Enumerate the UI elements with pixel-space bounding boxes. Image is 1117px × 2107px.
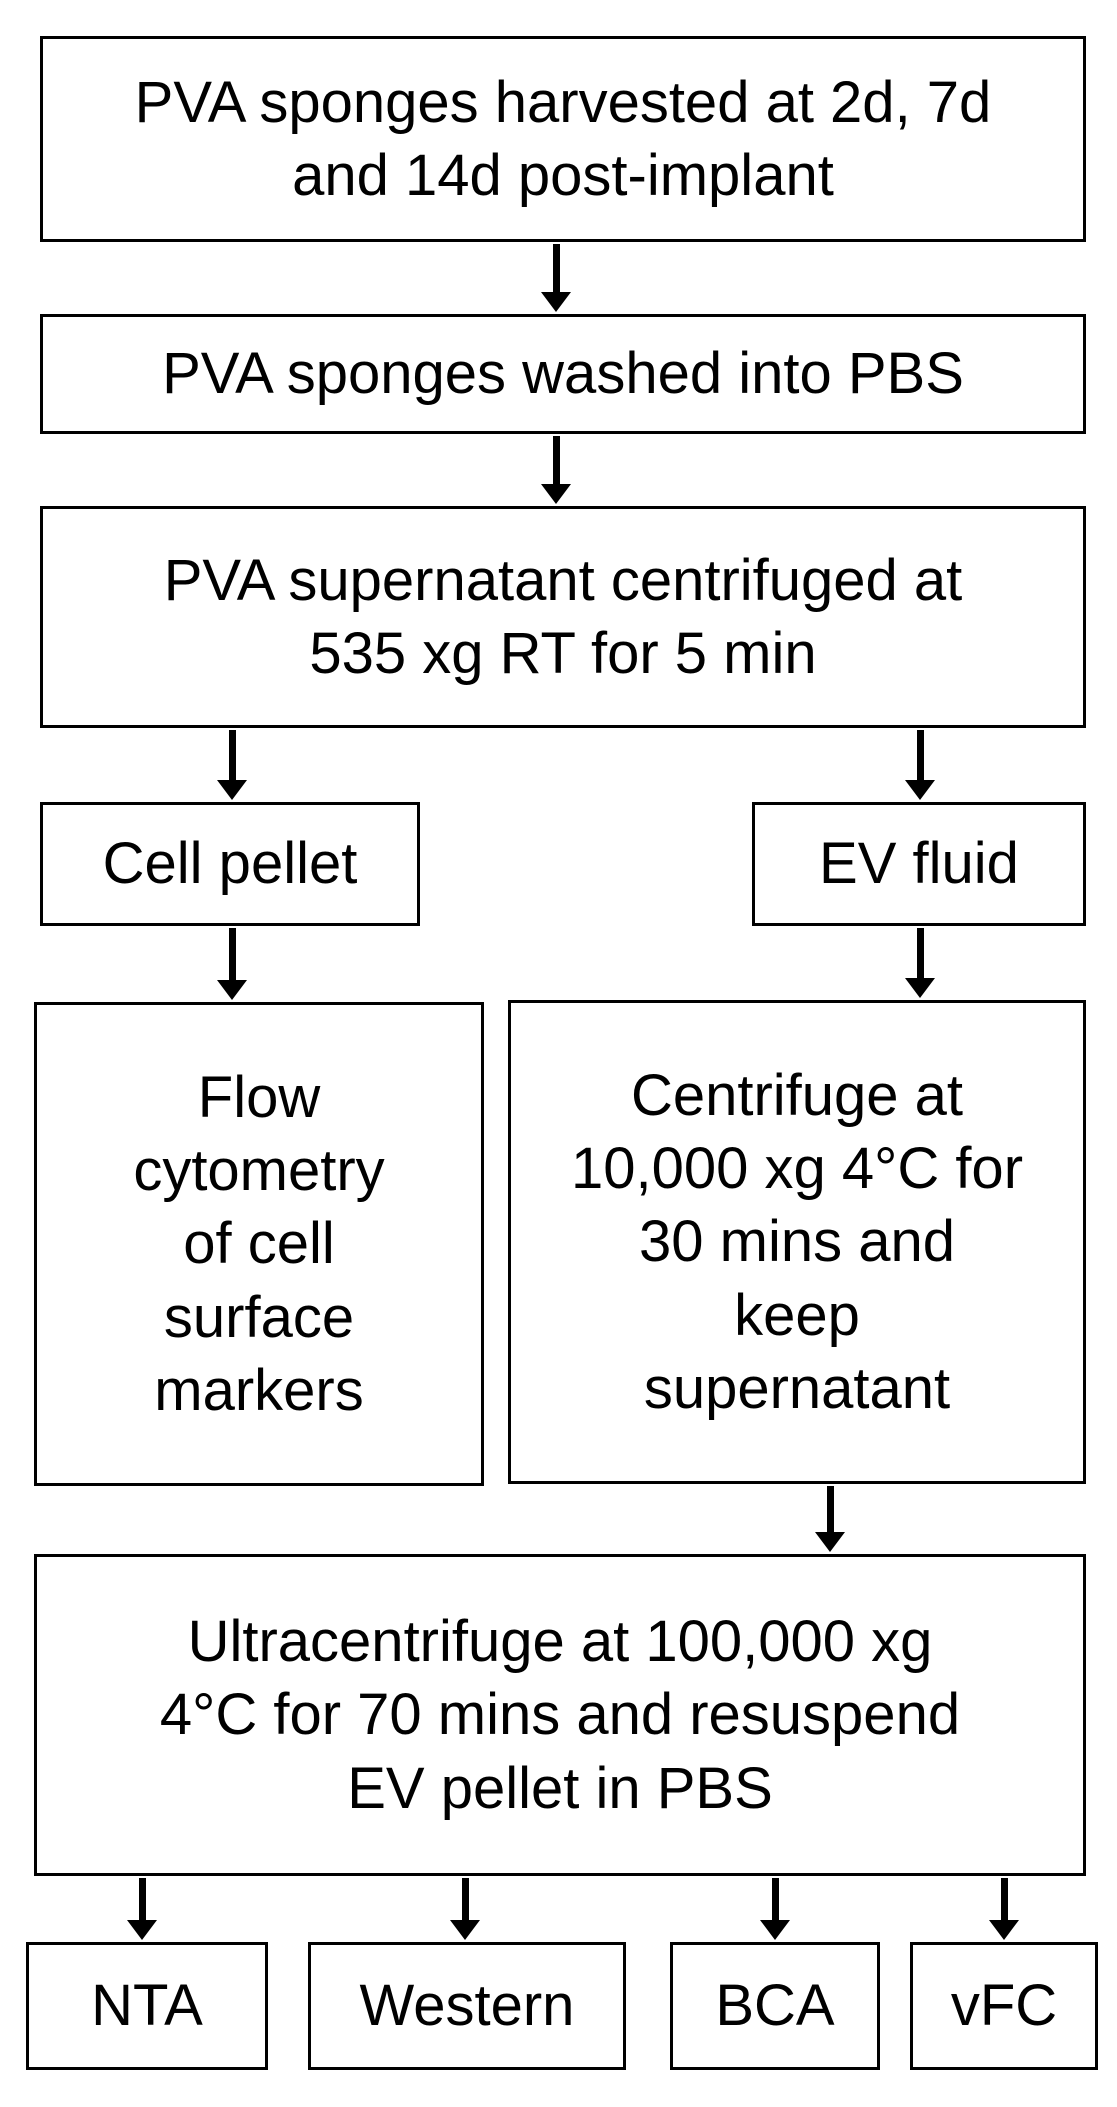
ev-fluid-box: EV fluid xyxy=(752,802,1086,926)
cell-pellet-box: Cell pellet xyxy=(40,802,420,926)
flow-cytometry-text: Flow cytometry of cell surface markers xyxy=(133,1065,385,1423)
centrifuge-4c-box: Centrifuge at 10,000 xg 4°C for 30 mins … xyxy=(508,1000,1086,1484)
arrow-cell-pellet-to-flow xyxy=(217,928,247,1000)
output-bca-box: BCA xyxy=(670,1942,880,2070)
output-vfc-box: vFC xyxy=(910,1942,1098,2070)
step-harvest-text: PVA sponges harvested at 2d, 7d and 14d … xyxy=(134,69,992,208)
arrow-ev-fluid-to-centrifuge-4c xyxy=(905,928,935,998)
arrow-ultracentrifuge-to-nta xyxy=(127,1878,157,1940)
step-harvest-box: PVA sponges harvested at 2d, 7d and 14d … xyxy=(40,36,1086,242)
arrow-centrifuge-to-cell-pellet xyxy=(217,730,247,800)
flow-cytometry-box: Flow cytometry of cell surface markers xyxy=(34,1002,484,1486)
step-centrifuge-rt-text: PVA supernatant centrifuged at 535 xg RT… xyxy=(163,547,963,686)
output-western-text: Western xyxy=(359,1973,575,2039)
arrow-centrifuge-to-ev-fluid xyxy=(905,730,935,800)
arrow-wash-to-centrifuge xyxy=(541,436,571,504)
step-wash-box: PVA sponges washed into PBS xyxy=(40,314,1086,434)
output-vfc-text: vFC xyxy=(950,1973,1058,2039)
arrow-ultracentrifuge-to-vfc xyxy=(989,1878,1019,1940)
step-wash-text: PVA sponges washed into PBS xyxy=(162,341,964,407)
output-bca-text: BCA xyxy=(715,1973,835,2039)
output-nta-text: NTA xyxy=(91,1973,203,2039)
step-centrifuge-rt-box: PVA supernatant centrifuged at 535 xg RT… xyxy=(40,506,1086,728)
output-western-box: Western xyxy=(308,1942,626,2070)
centrifuge-4c-text: Centrifuge at 10,000 xg 4°C for 30 mins … xyxy=(570,1063,1024,1421)
ev-fluid-text: EV fluid xyxy=(819,831,1019,897)
ultracentrifuge-box: Ultracentrifuge at 100,000 xg 4°C for 70… xyxy=(34,1554,1086,1876)
cell-pellet-text: Cell pellet xyxy=(102,831,358,897)
arrow-harvest-to-wash xyxy=(541,244,571,312)
arrow-ultracentrifuge-to-western xyxy=(450,1878,480,1940)
output-nta-box: NTA xyxy=(26,1942,268,2070)
ultracentrifuge-text: Ultracentrifuge at 100,000 xg 4°C for 70… xyxy=(159,1609,961,1821)
arrow-ultracentrifuge-to-bca xyxy=(760,1878,790,1940)
arrow-centrifuge-4c-to-ultracentrifuge xyxy=(815,1486,845,1552)
